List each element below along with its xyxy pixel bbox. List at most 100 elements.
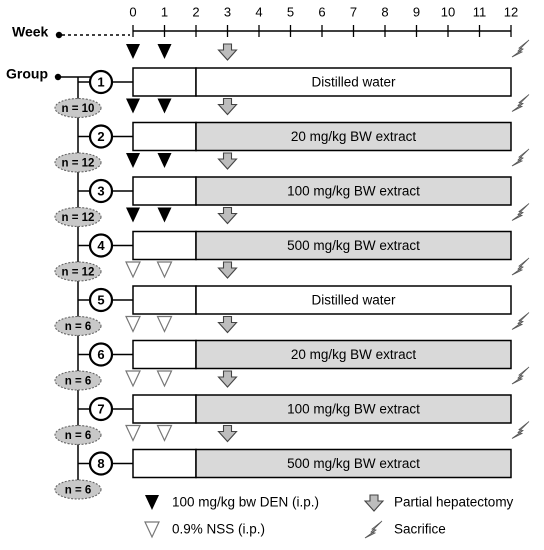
down-arrow-icon [217, 206, 238, 225]
treatment-bar [195, 448, 512, 479]
group-title: Group [6, 66, 48, 82]
filled-triangle-icon [157, 153, 172, 168]
open-triangle-icon [125, 315, 141, 333]
treatment-label: 20 mg/kg BW extract [291, 347, 417, 362]
group-row: 4 500 mg/kg BW extract n = 12 [54, 203, 530, 282]
filled-triangle-icon [145, 495, 159, 510]
filled-triangle-icon [126, 207, 140, 223]
axis-origin-dot [55, 31, 63, 39]
sample-size-badge [54, 479, 102, 500]
group-number: 3 [97, 183, 104, 198]
sample-size-badge [54, 370, 102, 391]
lightning-bolt-icon [511, 366, 530, 385]
group-row: 5 Distilled water n = 6 [54, 257, 530, 337]
lightning-bolt-icon [511, 39, 530, 58]
lightning-bolt-icon [511, 94, 530, 112]
sample-size-badge [54, 424, 102, 446]
treatment-label: Distilled water [311, 75, 396, 90]
down-arrow-icon [217, 43, 238, 61]
group-row: 8 500 mg/kg BW extract n = 6 [54, 421, 530, 500]
treatment-label: 20 mg/kg BW extract [291, 129, 417, 144]
axis-tick-label: 0 [129, 4, 136, 19]
filled-triangle-icon [126, 44, 140, 59]
group-origin-dot [54, 73, 62, 81]
induction-bar [132, 448, 197, 479]
down-arrow-icon [217, 370, 238, 388]
filled-triangle-icon [126, 98, 140, 114]
sample-size-badge [54, 97, 102, 119]
down-arrow-icon [217, 315, 238, 334]
induction-bar [132, 339, 197, 370]
filled-triangle-icon [157, 44, 172, 59]
treatment-label: 500 mg/kg BW extract [287, 456, 420, 471]
treatment-bar [195, 394, 512, 424]
sample-size-badge [54, 261, 102, 282]
axis-tick-label: 8 [381, 4, 388, 19]
group-row: 6 20 mg/kg BW extract n = 6 [54, 312, 530, 391]
induction-bar [132, 67, 197, 97]
filled-triangle-icon [157, 207, 172, 223]
down-arrow-icon [217, 97, 238, 116]
induction-bar [132, 121, 197, 152]
axis-tick-label: 5 [287, 4, 294, 19]
open-triangle-icon [156, 370, 173, 388]
sample-size-label: n = 10 [62, 103, 95, 115]
lightning-bolt-icon [511, 203, 530, 221]
lightning-bolt-icon [511, 148, 530, 167]
treatment-label: 500 mg/kg BW extract [287, 238, 420, 253]
axis-tick-label: 12 [504, 4, 518, 19]
lightning-bolt-icon [511, 421, 530, 439]
down-arrow-icon [217, 152, 238, 170]
open-triangle-icon [125, 370, 141, 388]
down-arrow-icon [217, 261, 238, 279]
treatment-bar [195, 285, 512, 315]
sample-size-label: n = 12 [62, 267, 95, 279]
group-row: 3 100 mg/kg BW extract n = 12 [54, 148, 530, 228]
open-triangle-icon [144, 521, 160, 539]
axis-title: Week [12, 24, 49, 40]
axis-tick-label: 3 [224, 4, 231, 19]
treatment-label: 100 mg/kg BW extract [287, 402, 420, 417]
sample-size-badge [54, 206, 102, 228]
treatment-bar [195, 121, 512, 152]
group-number: 5 [97, 292, 104, 307]
lightning-bolt-icon [364, 520, 383, 539]
axis-tick-label: 4 [255, 4, 262, 19]
lightning-bolt-icon [511, 257, 530, 276]
sample-size-label: n = 6 [65, 321, 92, 333]
open-triangle-icon [156, 424, 173, 442]
filled-triangle-icon [157, 98, 172, 114]
open-triangle-icon [125, 261, 141, 279]
axis-tick-label: 11 [473, 4, 487, 19]
down-arrow-icon [363, 494, 385, 512]
sample-size-label: n = 12 [62, 212, 95, 224]
sample-size-badge [54, 152, 102, 173]
sample-size-label: n = 6 [65, 485, 92, 497]
legend-nss-label: 0.9% NSS (i.p.) [172, 522, 265, 537]
induction-bar [132, 394, 197, 424]
group-number: 4 [97, 238, 105, 253]
axis-tick-label: 6 [318, 4, 325, 19]
group-number: 8 [97, 456, 104, 471]
treatment-label: 100 mg/kg BW extract [287, 184, 420, 199]
open-triangle-icon [156, 261, 173, 279]
group-row: 7 100 mg/kg BW extract n = 6 [54, 366, 530, 446]
induction-bar [132, 176, 197, 206]
axis-tick-label: 9 [413, 4, 420, 19]
induction-bar [132, 285, 197, 315]
open-triangle-icon [125, 424, 141, 442]
group-number: 6 [97, 347, 104, 362]
down-arrow-icon [217, 424, 238, 443]
treatment-bar [195, 67, 512, 97]
treatment-label: Distilled water [311, 293, 396, 308]
treatment-bar [195, 230, 512, 261]
open-triangle-icon [156, 315, 173, 333]
group-number: 7 [97, 401, 104, 416]
sample-size-label: n = 6 [65, 376, 92, 388]
axis-tick-label: 2 [192, 4, 199, 19]
